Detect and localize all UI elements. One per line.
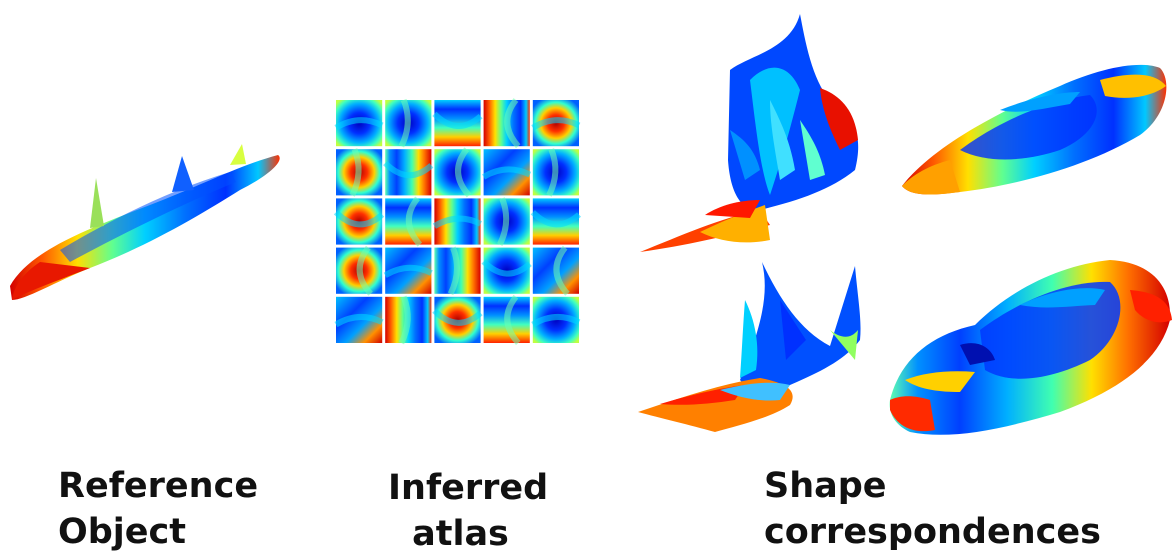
reference-caption-line-2: Object [58,512,187,552]
atlas-tile-contour [334,314,384,328]
reference-object-shape [10,144,280,300]
atlas-tile-contour [383,160,434,179]
atlas-tile-contour [356,245,373,296]
correspondences-caption-line-1: Shape [764,466,887,506]
atlas-grid [333,98,582,346]
atlas-tile-contour [383,264,433,278]
atlas-tile-contour [497,197,510,246]
atlas-caption-line-2: atlas [412,514,509,554]
shape-correspondences-caption: Shape correspondences [764,463,1101,554]
reference-object-caption: Reference Object [58,463,258,554]
atlas-tile-contour [333,210,385,228]
atlas-tile-contour [531,314,581,328]
correspondence-bottom-right-shape [889,260,1172,435]
atlas-tile-contour [455,147,472,198]
atlas-caption-line-1: Inferred [388,468,549,508]
atlas-tile-contour [447,246,460,296]
atlas-tile-contour [531,117,581,131]
atlas-tile-contour [334,117,384,131]
correspondences-caption-line-2: correspondences [764,512,1101,552]
correspondence-top-right-shape [902,64,1167,195]
atlas-tile-contour [553,245,570,296]
reference-caption-line-1: Reference [58,466,259,506]
atlas-tile-contour [349,148,362,197]
atlas-tile-contour [432,111,483,129]
atlas-tile-contour [398,98,411,148]
atlas-tile-contour [481,259,532,277]
atlas-tile-contour [482,166,532,180]
correspondence-top-left-shape [640,14,859,252]
atlas-tile-contour [504,294,521,346]
atlas-tile-contour [405,196,423,247]
atlas-tile-contour [398,295,411,345]
atlas-tile-contour [432,215,482,229]
atlas-tile-contour [530,210,582,228]
atlas-tile-contour [432,308,483,326]
correspondence-bottom-left-shape [638,262,861,432]
atlas-tile-contour [504,98,521,149]
atlas-tile-contour [546,148,559,197]
inferred-atlas-caption: Inferred atlas [388,465,549,554]
